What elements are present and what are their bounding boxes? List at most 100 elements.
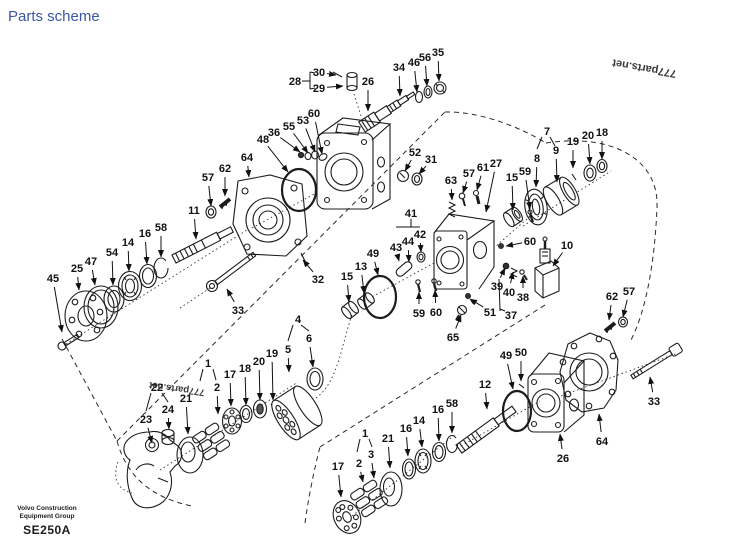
- part-label-16: 16: [432, 404, 444, 416]
- leader-arrow: [462, 181, 469, 194]
- part-label-58: 58: [446, 398, 458, 410]
- part-label-10: 10: [561, 240, 573, 252]
- part-label-33: 33: [648, 396, 660, 408]
- leader-arrow: [214, 395, 221, 415]
- leader-arrow: [418, 165, 427, 175]
- retainer-plate-17-bottom: [332, 500, 362, 534]
- leader-arrow: [386, 446, 393, 469]
- flange-25: [64, 290, 108, 342]
- leader-arrow: [394, 253, 401, 262]
- leader-arrow: [525, 179, 533, 210]
- part-label-28: 28: [289, 76, 301, 88]
- part-label-46: 46: [408, 57, 420, 69]
- ring-16-bottom-a: [401, 458, 417, 480]
- leader-arrow: [207, 185, 214, 207]
- part-label-55: 55: [283, 121, 295, 133]
- leader-arrow: [125, 250, 132, 272]
- leader-arrow: [432, 289, 439, 304]
- leader-arrow: [648, 376, 655, 393]
- leader-arrow: [586, 143, 593, 165]
- leader-arrow: [373, 261, 380, 276]
- part-label-64: 64: [596, 436, 609, 448]
- leader-arrow: [484, 171, 495, 213]
- leader-arrow: [192, 218, 199, 240]
- part-label-4: 4: [295, 314, 302, 326]
- leader-arrow: [337, 474, 344, 498]
- o-ring-49-right: [501, 389, 533, 433]
- part-label-2: 2: [214, 382, 220, 394]
- leader-arrow: [507, 363, 515, 390]
- part-label-14: 14: [122, 237, 135, 249]
- o-ring-46: [414, 90, 424, 104]
- part-label-58: 58: [155, 222, 167, 234]
- part-label-9: 9: [553, 145, 559, 157]
- part-label-1: 1: [362, 428, 368, 440]
- part-label-43: 43: [390, 242, 402, 254]
- leader-arrow: [557, 433, 564, 450]
- leader-arrow: [345, 284, 352, 303]
- part-label-21: 21: [180, 393, 192, 405]
- brand-line-2: Equipment Group: [19, 513, 75, 520]
- yoke-23: [123, 430, 183, 509]
- part-label-60: 60: [430, 307, 442, 319]
- leader-arrow: [143, 241, 150, 265]
- leader-arrow: [606, 304, 613, 321]
- relief-valve-34: [357, 91, 416, 133]
- rear-cover-64-right: [559, 332, 619, 413]
- part-label-51: 51: [484, 307, 496, 319]
- leader-arrow: [184, 406, 191, 435]
- leader-arrow: [309, 346, 315, 368]
- leader-arrow: [370, 462, 377, 479]
- leader-arrow: [305, 128, 316, 153]
- part-label-56: 56: [419, 52, 431, 64]
- leader-arrow: [358, 471, 365, 483]
- part-label-17: 17: [224, 369, 236, 381]
- part-label-8: 8: [534, 153, 540, 165]
- nut-57-left: [205, 205, 217, 219]
- part-label-63: 63: [445, 175, 457, 187]
- part-label-49: 49: [367, 248, 379, 260]
- part-label-6: 6: [306, 333, 312, 345]
- coupling-drum-9: [542, 176, 580, 216]
- page-title: Parts scheme: [8, 8, 100, 25]
- ball-60-center: [498, 243, 504, 249]
- leader-arrow: [165, 417, 172, 430]
- valve-block-27: [433, 213, 496, 290]
- part-label-41: 41: [405, 208, 417, 220]
- leader-arrow: [404, 159, 412, 172]
- nut-57-right: [617, 316, 629, 328]
- piston-set-2-3-bottom: [350, 479, 389, 518]
- leader-arrow: [293, 133, 309, 154]
- part-label-35: 35: [432, 47, 444, 59]
- part-label-38: 38: [517, 292, 529, 304]
- part-label-45: 45: [47, 273, 59, 285]
- screw-62-right: [603, 321, 617, 334]
- part-label-20: 20: [253, 356, 265, 368]
- screw-57-center: [458, 192, 466, 207]
- part-label-20: 20: [582, 130, 594, 142]
- part-label-26: 26: [362, 76, 374, 88]
- leader-arrow: [75, 276, 82, 291]
- leader-arrow: [418, 428, 425, 448]
- part-label-16: 16: [400, 423, 412, 435]
- leader-arrow: [326, 70, 337, 77]
- leader-arrow: [396, 75, 403, 97]
- pin-44: [395, 261, 413, 277]
- part-label-57: 57: [463, 168, 475, 180]
- part-label-32: 32: [312, 274, 324, 286]
- leader-arrow: [508, 271, 515, 284]
- ball-pin-51: [465, 293, 475, 305]
- solenoid-valve-10: [534, 236, 560, 299]
- leader-arrow: [242, 376, 249, 406]
- leader-arrow: [455, 314, 462, 329]
- leader-arrow: [621, 299, 628, 318]
- leader-arrow: [405, 249, 412, 263]
- drive-shaft-12: [455, 405, 517, 454]
- leader-arrow: [285, 357, 292, 373]
- pump-housing-26-right: [527, 352, 586, 433]
- part-label-12: 12: [479, 379, 491, 391]
- bushing-24: [161, 428, 175, 446]
- leader-arrow: [596, 413, 603, 433]
